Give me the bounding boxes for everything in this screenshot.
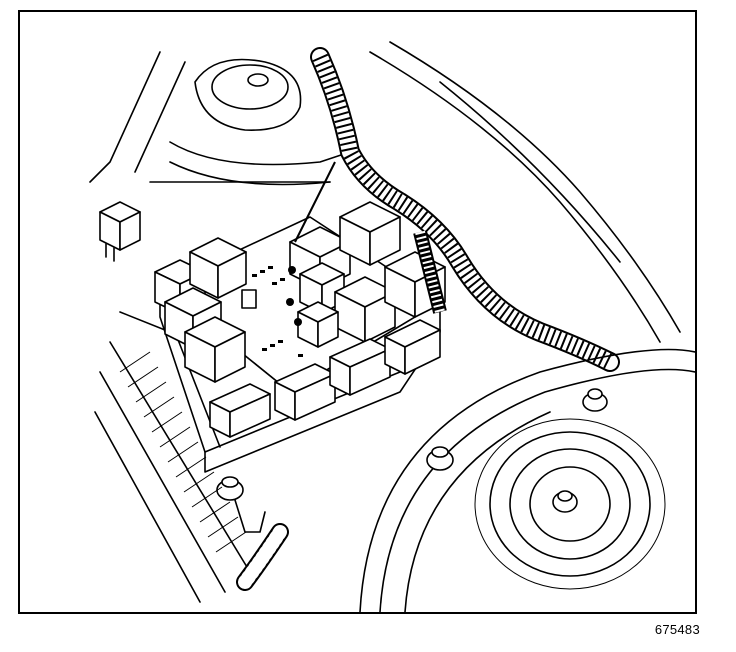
relays bbox=[154, 201, 446, 438]
nut-1 bbox=[582, 388, 608, 412]
loose-relay bbox=[99, 201, 141, 262]
front-connectors bbox=[209, 319, 441, 438]
engine-compartment-illustration bbox=[89, 41, 695, 612]
strut-tower bbox=[359, 348, 695, 612]
body-panel-lines bbox=[89, 41, 681, 603]
wiring-harness bbox=[236, 47, 620, 591]
nut-2 bbox=[426, 446, 454, 471]
relay-2 bbox=[189, 237, 247, 299]
fuse-marks bbox=[241, 266, 303, 357]
figure-frame bbox=[18, 10, 697, 614]
relay-4 bbox=[184, 316, 246, 383]
relay-10 bbox=[297, 301, 339, 348]
fender-hatching bbox=[119, 351, 247, 553]
mounting-nuts bbox=[216, 388, 608, 533]
reservoir-cap bbox=[149, 58, 351, 186]
relay-6 bbox=[339, 201, 401, 266]
nut-3 bbox=[216, 476, 266, 533]
figure-id-label: 675483 bbox=[654, 622, 700, 637]
